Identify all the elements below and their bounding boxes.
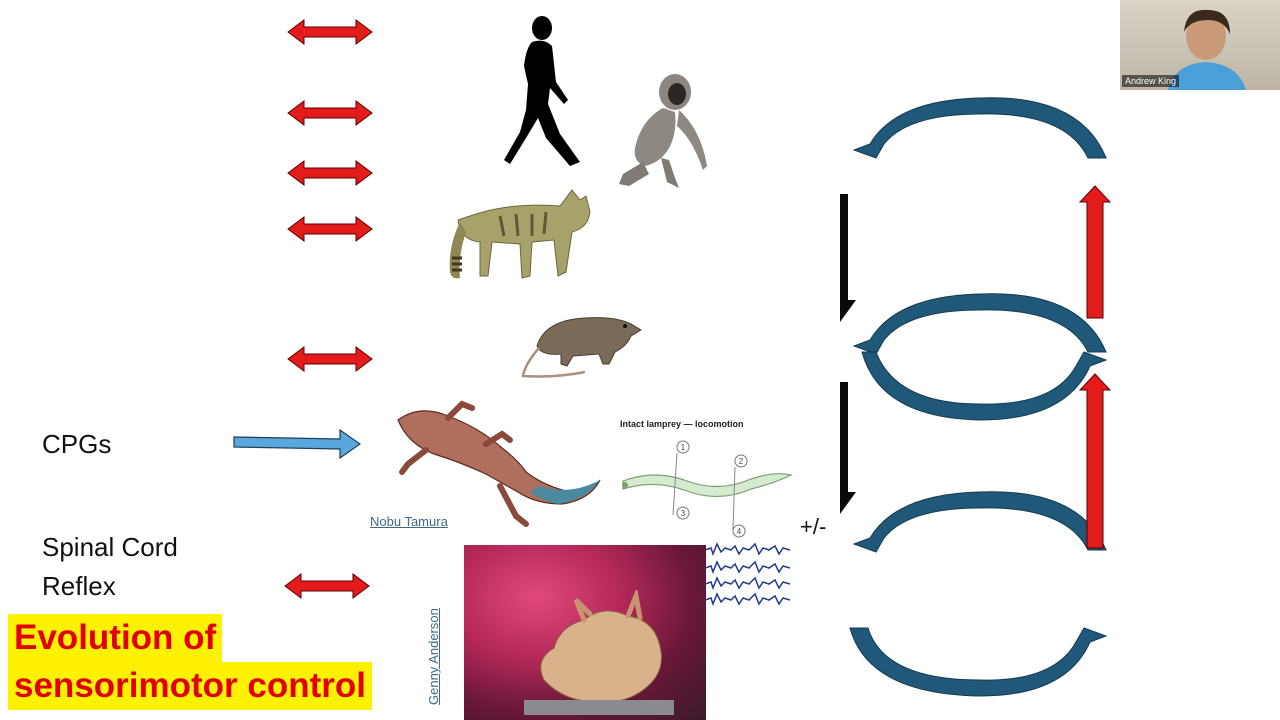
middle-loop-upper-arrow (852, 293, 1107, 355)
black-down-arrow-1 (840, 194, 856, 322)
slide-title-line2: sensorimotor control (8, 662, 372, 710)
participant-avatar (1168, 9, 1246, 90)
gibbon (619, 74, 707, 188)
double-arrow-5 (287, 346, 373, 372)
reflex-label: Reflex (42, 571, 116, 601)
black-down-arrow-2 (840, 382, 856, 514)
participant-name: Andrew King (1122, 75, 1180, 87)
lamprey-drawing: 1 2 3 4 (622, 440, 793, 538)
spinal-cord-label: Spinal Cord (42, 532, 178, 562)
double-arrow-2 (287, 100, 373, 126)
red-up-arrow-2 (1078, 373, 1112, 549)
sea-slug-credit-link[interactable]: Genny Anderson (426, 608, 441, 705)
bottom-loop-arrow (849, 627, 1108, 697)
sea-slug-credit-wrapper: Genny Anderson (425, 555, 443, 705)
double-arrow-1 (287, 19, 373, 45)
top-loop-arrow (852, 97, 1107, 159)
lizard-credit-link[interactable]: Nobu Tamura (370, 514, 448, 529)
rat (521, 317, 642, 378)
plus-minus-label: +/- (800, 514, 827, 539)
slide-title-line1: Evolution of (8, 614, 223, 662)
red-up-arrow-1 (1078, 185, 1112, 319)
electrode-4: 4 (737, 527, 742, 536)
electrode-1: 1 (681, 443, 686, 452)
electrode-3: 3 (681, 509, 686, 518)
electrode-2: 2 (739, 457, 744, 466)
lizard (397, 400, 601, 527)
control-loop-diagram (840, 97, 1112, 697)
human-silhouette (504, 16, 580, 166)
double-arrow-3 (287, 160, 373, 186)
sea-slug-photo (464, 545, 706, 720)
participant-video-tile[interactable]: Andrew King (1120, 0, 1280, 90)
lamprey-figure: Intact lamprey — locomotion 1 2 3 4 (615, 415, 795, 540)
cpgs-arrow (233, 428, 362, 460)
emg-traces (705, 542, 790, 607)
sea-slug (524, 590, 674, 715)
double-arrow-4 (287, 216, 373, 242)
cat (449, 189, 591, 279)
middle-loop-lower-arrow (861, 351, 1108, 421)
lamprey-figure-title: Intact lamprey — locomotion (620, 419, 744, 429)
lower-loop-arrow (852, 491, 1107, 553)
cpgs-label: CPGs (42, 429, 112, 459)
double-arrow-6 (284, 573, 370, 599)
